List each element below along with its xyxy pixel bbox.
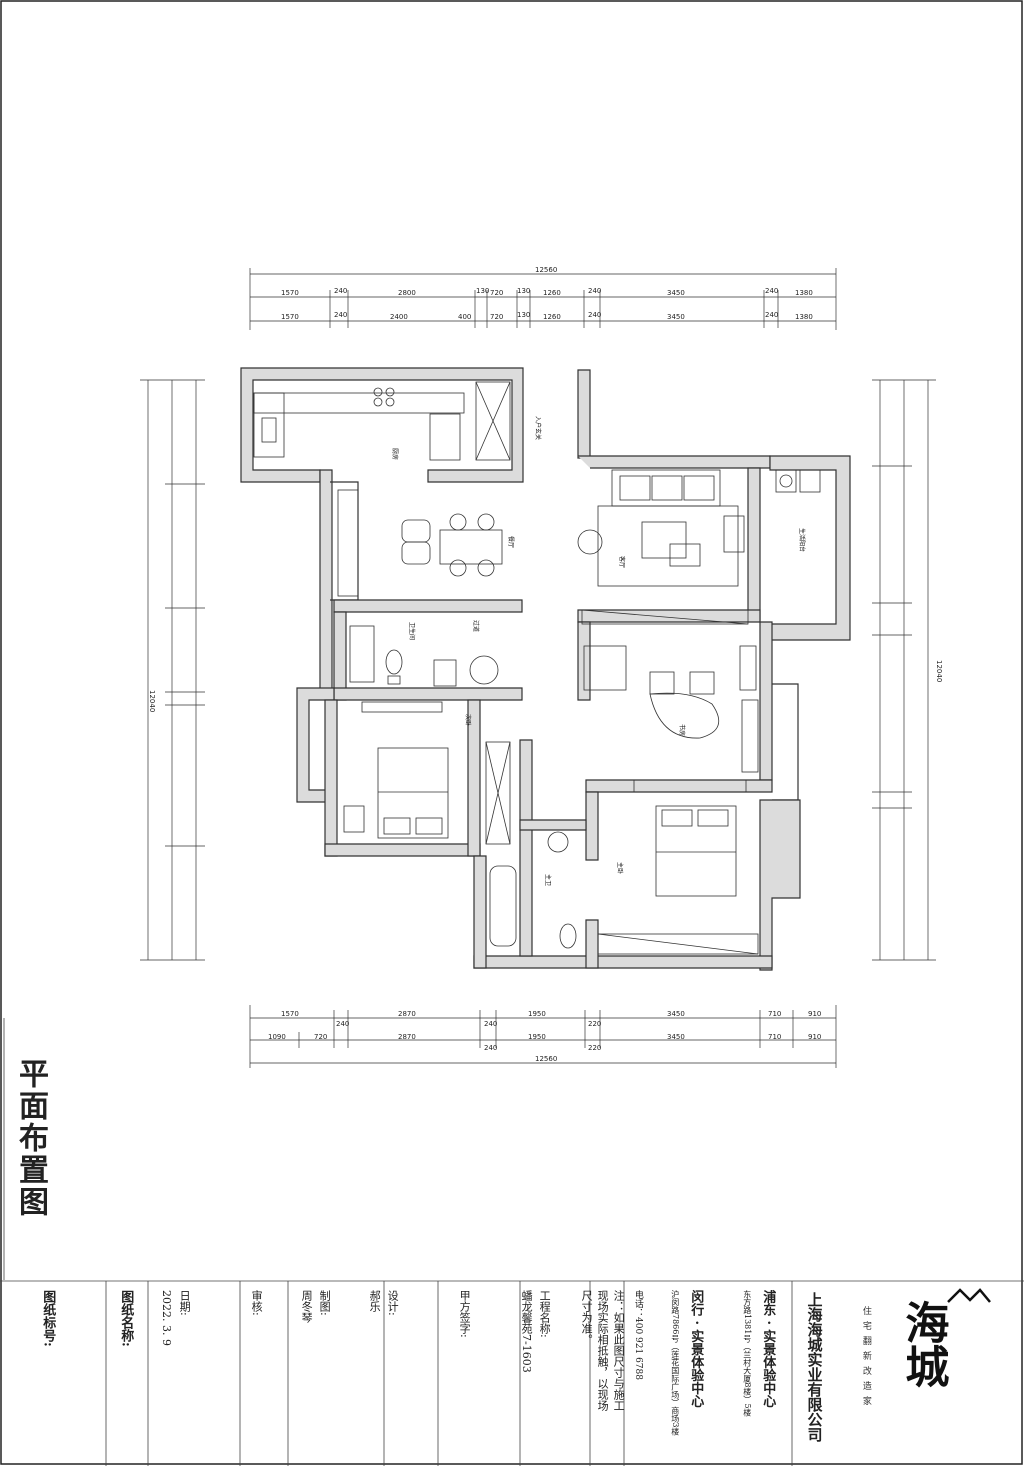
svg-text:130: 130 — [476, 287, 489, 295]
bathroom-label: 卫生间 — [408, 622, 416, 640]
svg-text:2870: 2870 — [398, 1010, 416, 1018]
aisle-label: 过道 — [472, 620, 480, 632]
minhang-address: 沪闵路7866号（莲花国际广场）商场3楼 — [670, 1290, 680, 1436]
svg-text:240: 240 — [484, 1044, 497, 1052]
title-block-frame — [0, 1018, 1024, 1466]
svg-text:720: 720 — [490, 313, 503, 321]
svg-text:240: 240 — [588, 287, 601, 295]
svg-text:910: 910 — [808, 1010, 821, 1018]
walls — [240, 367, 851, 971]
svg-text:240: 240 — [484, 1020, 497, 1028]
note-line2: 现场实际相抵触，以现场 — [596, 1290, 610, 1411]
svg-text:3450: 3450 — [667, 289, 685, 297]
bottom-dimensions — [249, 1005, 837, 1068]
company-name: 上海海城实业有限公司 — [805, 1292, 824, 1442]
svg-text:710: 710 — [768, 1033, 781, 1041]
minhang-center: 闵行 · 实景体验中心 — [688, 1290, 704, 1408]
drafter-label: 制图: — [318, 1290, 332, 1316]
svg-text:3450: 3450 — [667, 1010, 685, 1018]
study-label: 书房 — [678, 724, 686, 736]
svg-text:2870: 2870 — [398, 1033, 416, 1041]
page-title: 平面布置图 — [13, 1058, 48, 1218]
entry-label: 入户玄关 — [534, 416, 542, 440]
project-value: 蟠龙馨苑7-1603 — [520, 1290, 534, 1373]
svg-text:220: 220 — [588, 1044, 601, 1052]
svg-text:240: 240 — [336, 1020, 349, 1028]
balcony-label: 生活阳台 — [798, 528, 806, 552]
side-dimensions — [140, 379, 936, 961]
left-total-dim: 12040 — [148, 690, 156, 712]
note-line3: 尺寸为准。 — [580, 1290, 594, 1345]
top-total-dim: 12560 — [535, 266, 557, 274]
svg-text:1950: 1950 — [528, 1033, 546, 1041]
pudong-center: 浦东 · 实景体验中心 — [760, 1290, 776, 1408]
drawing-name-label: 图纸名称: — [118, 1290, 134, 1347]
drafter-value: 周冬琴 — [300, 1290, 314, 1323]
svg-text:240: 240 — [588, 311, 601, 319]
dining-label: 餐厅 — [507, 536, 515, 548]
kitchen-label: 厨房 — [391, 448, 399, 460]
bottom-row2-dims: 1090 720 2870 240 1950 220 3450 710 910 — [268, 1033, 821, 1052]
svg-text:710: 710 — [768, 1010, 781, 1018]
bottom-total-dim: 12560 — [535, 1055, 557, 1063]
svg-text:130: 130 — [517, 287, 530, 295]
client-sign-label: 甲方签字: — [458, 1290, 472, 1338]
svg-text:3450: 3450 — [667, 1033, 685, 1041]
svg-text:1570: 1570 — [281, 289, 299, 297]
top-row1-dims: 1570 240 2800 130 720 130 1260 240 3450 … — [281, 287, 813, 297]
svg-text:3450: 3450 — [667, 313, 685, 321]
living-label: 客厅 — [618, 556, 626, 568]
svg-text:240: 240 — [765, 311, 778, 319]
date-value: 2022. 3. 9 — [160, 1290, 174, 1346]
second-bedroom-label: 次卧 — [464, 714, 472, 726]
company-slogan: 住宅翻新改造家 — [860, 1306, 871, 1411]
bottom-row1-dims: 1570 240 2870 240 1950 220 3450 710 910 — [281, 1010, 821, 1028]
svg-text:1090: 1090 — [268, 1033, 286, 1041]
svg-text:720: 720 — [490, 289, 503, 297]
svg-text:220: 220 — [588, 1020, 601, 1028]
master-bedroom-label: 主卧 — [616, 862, 624, 874]
right-total-dim: 12040 — [935, 660, 943, 682]
top-row2-dims: 1570 240 2400 400 720 130 1260 240 3450 … — [281, 311, 813, 321]
svg-text:910: 910 — [808, 1033, 821, 1041]
master-bath-label: 主卫 — [544, 874, 552, 886]
date-label: 日期: — [178, 1290, 192, 1316]
svg-text:1260: 1260 — [543, 313, 561, 321]
svg-text:1950: 1950 — [528, 1010, 546, 1018]
company-logo: 海城 — [897, 1300, 949, 1388]
svg-text:1380: 1380 — [795, 313, 813, 321]
design-label: 设计: — [386, 1290, 400, 1316]
svg-text:400: 400 — [458, 313, 471, 321]
svg-text:720: 720 — [314, 1033, 327, 1041]
project-label: 工程名称: — [538, 1290, 552, 1338]
review-label: 审核: — [250, 1290, 264, 1316]
note-line1: 注：如果此图尺寸与施工 — [612, 1290, 626, 1411]
logo-wave-icon — [947, 1288, 991, 1303]
svg-text:240: 240 — [334, 311, 347, 319]
svg-text:2800: 2800 — [398, 289, 416, 297]
design-value: 郝乐 — [368, 1290, 382, 1312]
svg-text:1380: 1380 — [795, 289, 813, 297]
svg-text:1570: 1570 — [281, 1010, 299, 1018]
svg-text:1260: 1260 — [543, 289, 561, 297]
svg-text:240: 240 — [334, 287, 347, 295]
svg-text:240: 240 — [765, 287, 778, 295]
svg-text:1570: 1570 — [281, 313, 299, 321]
room-labels: 厨房 入户玄关 餐厅 客厅 生活阳台 过道 卫生间 次卧 书房 主卫 主卧 — [391, 416, 806, 886]
pudong-address: 东方路1381号（兰村大厦8楼）5楼 — [742, 1290, 752, 1417]
svg-text:2400: 2400 — [390, 313, 408, 321]
drawing-no-label: 图纸标号: — [40, 1290, 56, 1347]
furniture — [253, 381, 821, 955]
phone-number: 电话：400 921 6788 — [632, 1290, 643, 1380]
svg-text:130: 130 — [517, 311, 530, 319]
top-dimensions — [249, 268, 837, 330]
